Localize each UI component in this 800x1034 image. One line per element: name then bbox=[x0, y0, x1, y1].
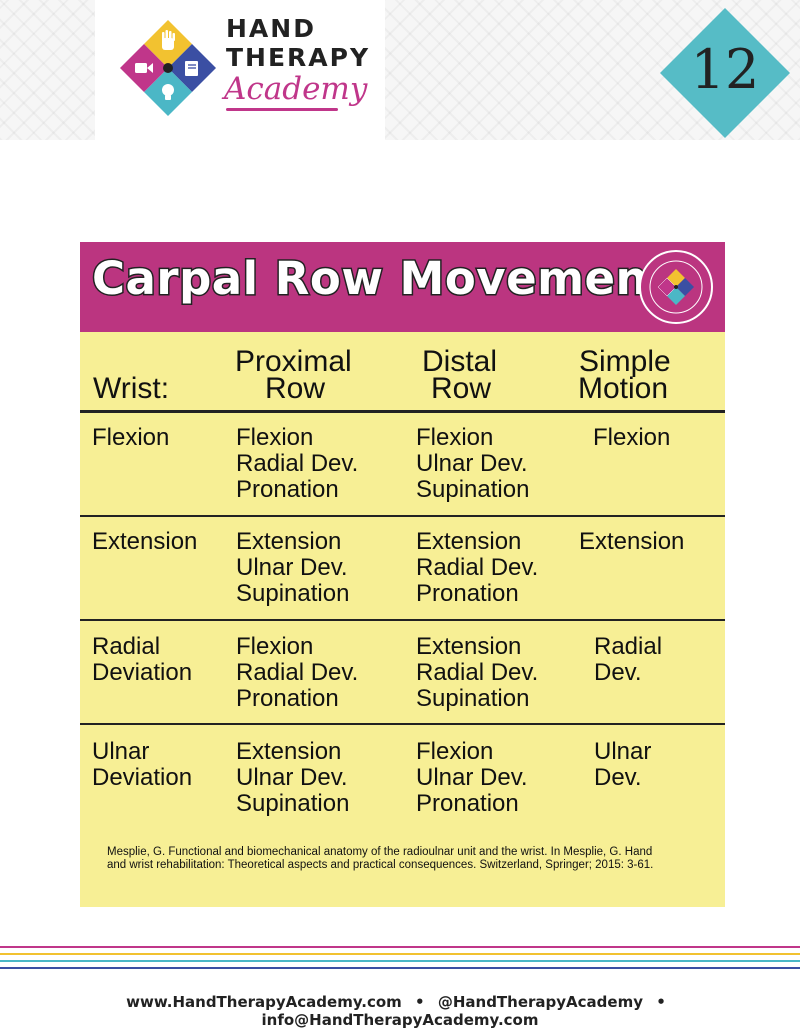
row-extension-wrist: Extension bbox=[92, 528, 198, 555]
book-icon bbox=[185, 61, 198, 76]
video-icon bbox=[135, 63, 153, 73]
page-number-badge bbox=[660, 8, 790, 138]
column-header-proximal-line2: Row bbox=[265, 372, 326, 405]
column-header-simple-line1: Simple bbox=[579, 345, 671, 378]
column-header-distal-line2: Row bbox=[431, 372, 492, 405]
card-title: Carpal Row Movements bbox=[90, 251, 698, 307]
logo-line-therapy: THERAPY bbox=[226, 43, 371, 72]
footer-stripe-teal bbox=[0, 960, 800, 962]
row-divider bbox=[80, 515, 725, 517]
row-flexion-simple: Flexion bbox=[593, 424, 671, 451]
footer-email-link[interactable]: info@HandTherapyAcademy.com bbox=[261, 1011, 539, 1029]
footer-separator: • bbox=[415, 993, 425, 1011]
citation: Mesplie, G. Functional and biomechanical… bbox=[107, 846, 654, 871]
hand-therapy-academy-logo-mark bbox=[120, 20, 216, 116]
row-divider bbox=[80, 723, 725, 725]
footer-website-link[interactable]: www.HandTherapyAcademy.com bbox=[126, 993, 402, 1011]
column-header-distal-line1: Distal bbox=[422, 345, 498, 378]
logo-underline bbox=[226, 108, 338, 111]
footer-social-link[interactable]: @HandTherapyAcademy bbox=[437, 993, 643, 1011]
lightbulb-icon bbox=[162, 84, 174, 100]
header-divider bbox=[80, 410, 725, 413]
footer-separator: • bbox=[656, 993, 666, 1011]
logo-line-hand: HAND bbox=[226, 14, 316, 43]
footer-stripe-yellow bbox=[0, 953, 800, 955]
column-header-proximal-line1: Proximal bbox=[235, 345, 352, 378]
footer-contact: www.HandTherapyAcademy.com • @HandTherap… bbox=[0, 993, 800, 1029]
card-header: Carpal Row Movements bbox=[80, 242, 725, 332]
carpal-row-movements-card: Carpal Row Movements Wrist: Proximal Row… bbox=[80, 242, 725, 907]
hand-icon bbox=[162, 30, 175, 50]
row-flexion-wrist: Flexion bbox=[92, 424, 170, 451]
logo-wordmark: HAND THERAPY Academy bbox=[224, 14, 371, 111]
academy-stamp-logo bbox=[639, 250, 713, 324]
column-header-wrist: Wrist: bbox=[93, 372, 170, 405]
row-extension-simple: Extension bbox=[579, 528, 685, 555]
column-header-simple-line2: Motion bbox=[578, 372, 669, 405]
page-number: 12 bbox=[690, 38, 760, 101]
row-divider bbox=[80, 619, 725, 621]
footer-stripe-magenta bbox=[0, 946, 800, 948]
footer-stripe-blue bbox=[0, 967, 800, 969]
logo-line-academy: Academy bbox=[224, 71, 368, 107]
